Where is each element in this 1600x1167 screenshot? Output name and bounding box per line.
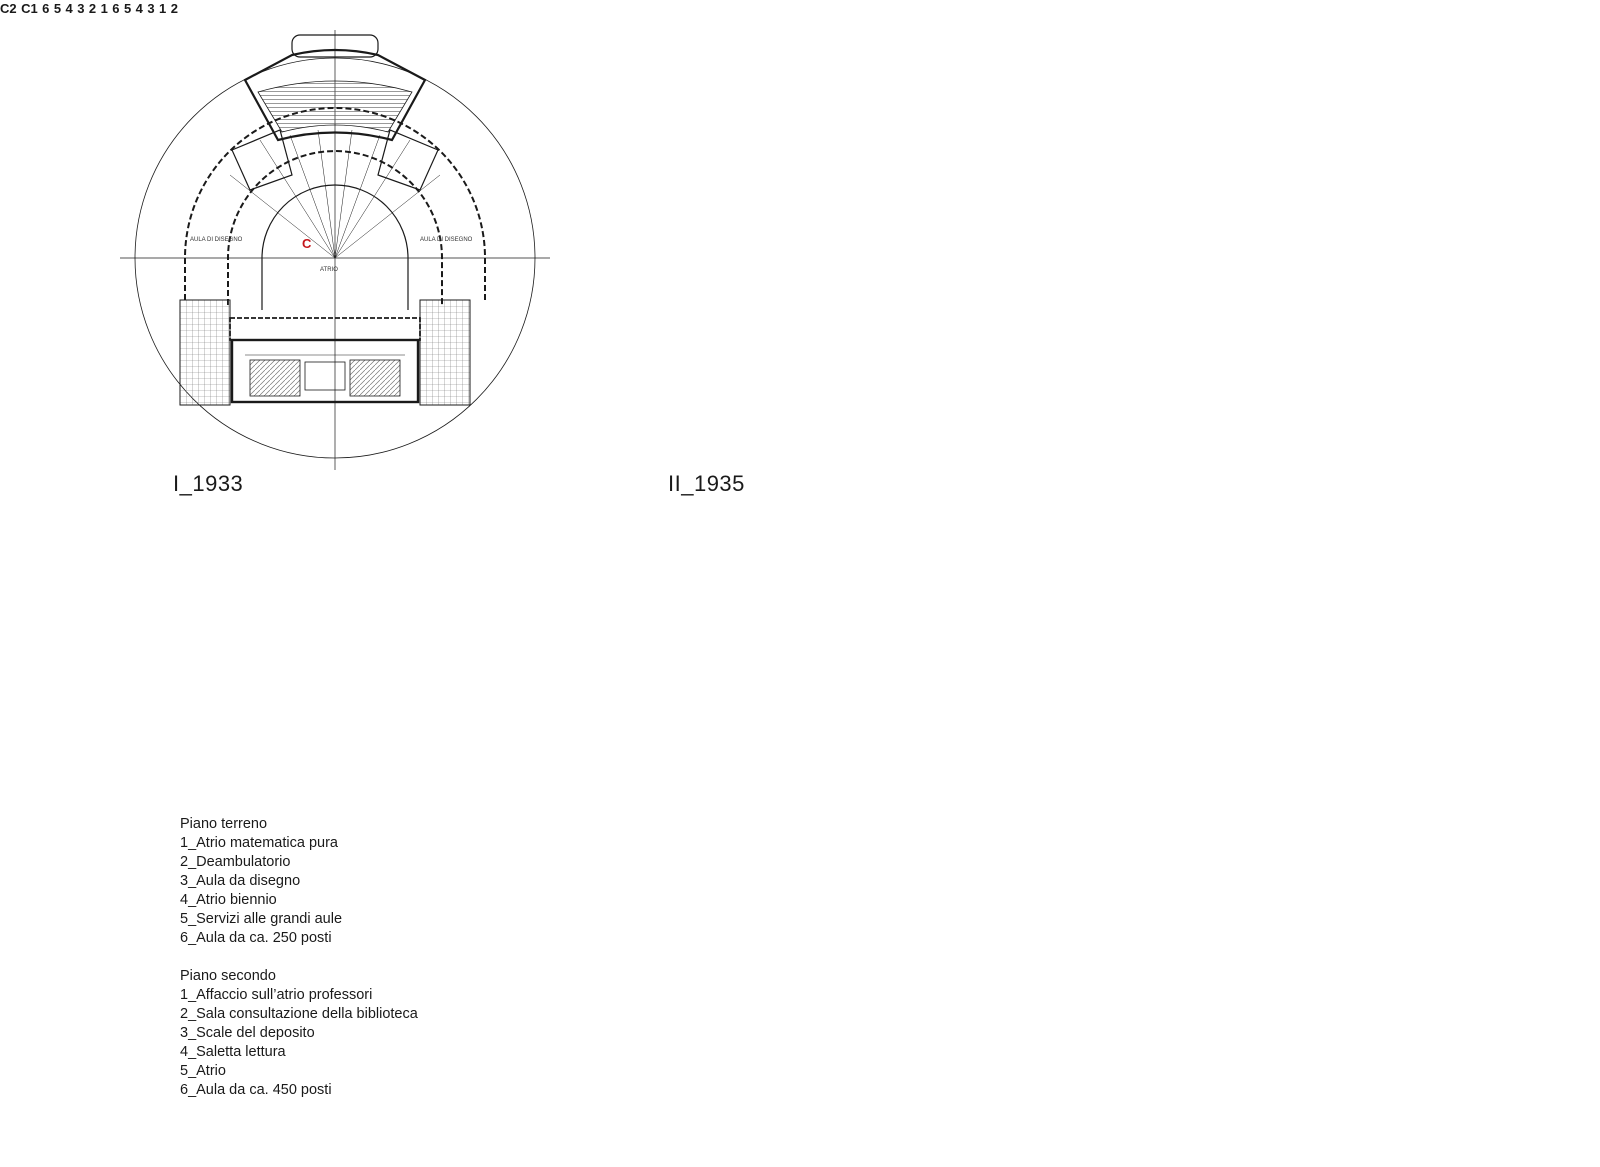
plan-1935-label-c1: C1 [21, 1, 38, 16]
legend-item: 4_Saletta lettura [180, 1044, 286, 1060]
legend-item: 2_Sala consultazione della biblioteca [180, 1006, 418, 1022]
legend-second-title: Piano secondo [180, 968, 276, 984]
plan-1933-note-right: AULA DI DISEGNO [420, 237, 473, 243]
legend-ground-title: Piano terreno [180, 816, 268, 832]
plan-2f-num: 5 [123, 1, 132, 16]
plan-1935-num: 5 [53, 1, 62, 16]
legend-item: 4_Atrio biennio [180, 892, 277, 908]
legend-item: 5_Servizi alle grandi aule [180, 911, 343, 927]
plan-1935-num: 2 [88, 1, 97, 16]
plan-1935-num: 3 [77, 1, 85, 16]
plan-1935-num: 4 [65, 1, 73, 16]
plan-2f-num: 2 [170, 1, 178, 16]
legend-item: 6_Aula da ca. 450 posti [180, 1082, 332, 1098]
plan-2f-num: 4 [135, 1, 143, 16]
legend-item: 3_Scale del deposito [180, 1025, 315, 1041]
legend-item: 3_Aula da disegno [180, 873, 301, 889]
plan-1935-num: 6 [42, 1, 50, 16]
legend-item: 6_Aula da ca. 250 posti [180, 930, 332, 946]
legend-item: 5_Atrio [180, 1063, 226, 1079]
legend-item: 2_Deambulatorio [180, 854, 291, 870]
plan-1933-caption: I_1933 [173, 471, 244, 496]
plan-2f-num: 3 [147, 1, 155, 16]
plan-1933-note-center: ATRIO [320, 267, 338, 273]
plan-1933-note-left: AULA DI DISEGNO [190, 237, 243, 243]
plan-1933-center-label: C [302, 236, 312, 251]
plan-2f-num: 6 [112, 1, 120, 16]
legend: Piano terreno 1_Atrio matematica pura 2_… [180, 815, 418, 1100]
legend-item: 1_Atrio matematica pura [180, 835, 338, 851]
plan-1935-num: 1 [100, 1, 108, 16]
plan-1935-label-c2: C2 [0, 1, 17, 16]
legend-item: 1_Affaccio sull’atrio professori [180, 987, 373, 1003]
plan-2f-num: 1 [159, 1, 167, 16]
plan-1935-caption: II_1935 [668, 471, 745, 496]
plan-1933 [120, 30, 550, 470]
